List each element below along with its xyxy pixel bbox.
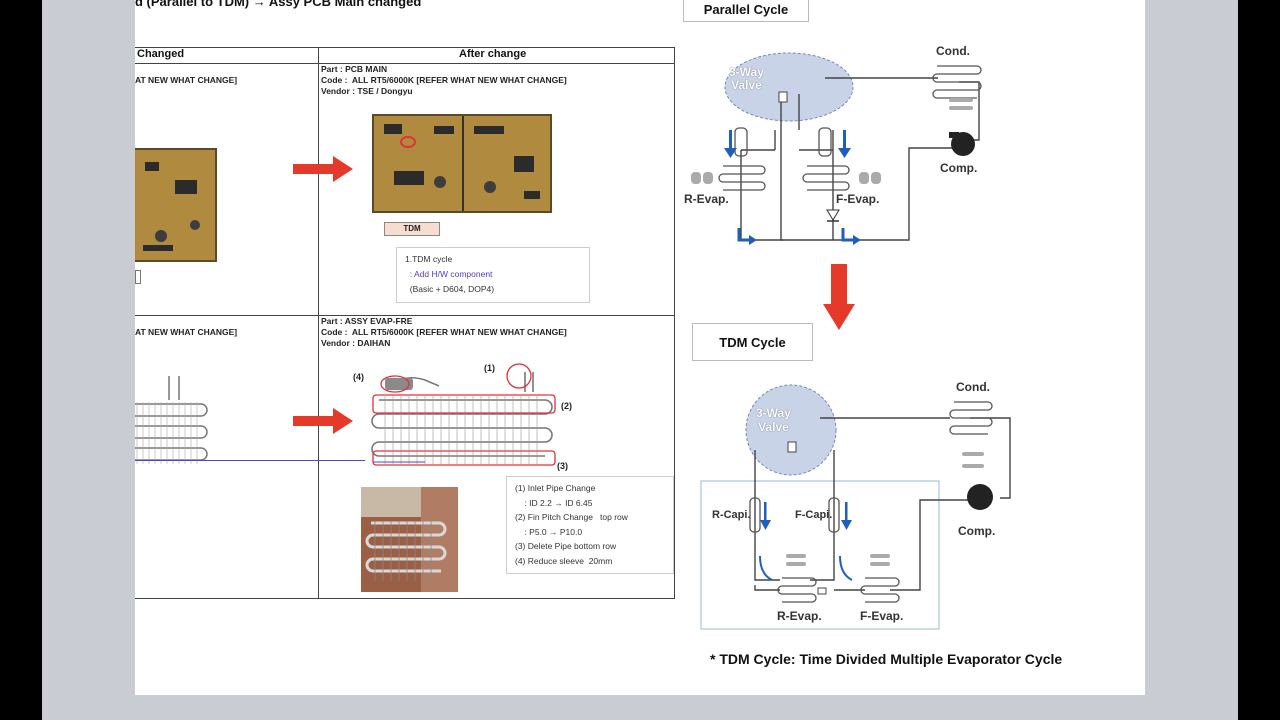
evaporator-photo — [361, 487, 458, 592]
slide-heading: d (Parallel to TDM) → Assy PCB Main chan… — [135, 0, 422, 9]
parallel-r-evap-label: R-Evap. — [684, 192, 729, 206]
left-letterbox — [0, 0, 42, 720]
parallel-valve-line2: Valve — [731, 78, 762, 92]
parallel-valve-label: 3-Way Valve — [729, 66, 764, 92]
slide: d (Parallel to TDM) → Assy PCB Main chan… — [135, 0, 1145, 695]
table-header-rule — [135, 63, 675, 64]
parallel-valve-line1: 3-Way — [729, 65, 764, 79]
comparison-table — [135, 47, 675, 599]
parallel-cycle-title: Parallel Cycle — [683, 0, 809, 22]
tdm-valve-line1: 3-Way — [756, 406, 791, 420]
evap-note-5: (3) Delete Pipe bottom row — [515, 541, 617, 551]
evap-note-3: (2) Fin Pitch Change top row — [515, 512, 628, 522]
old-pcb-tag — [135, 270, 141, 284]
tdm-cond-label: Cond. — [956, 380, 990, 394]
note-blue-line: : Add H/W component — [409, 269, 493, 279]
callout-label-4: (4) — [353, 372, 364, 382]
note-title: 1.TDM cycle — [405, 254, 453, 264]
tdm-valve-line2: Valve — [758, 420, 789, 434]
evap-note-2: : ID 2.2 → ID 6.45 — [515, 497, 593, 508]
old-evaporator-drawing — [135, 376, 208, 464]
parallel-comp-label: Comp. — [940, 161, 978, 175]
tdm-f-capi-label: F-Capi. — [795, 509, 833, 521]
evap-note-6: (4) Reduce sleeve 20mm — [515, 555, 613, 566]
callout-label-3: (3) — [557, 461, 568, 471]
after-info-evap: Part : ASSY EVAP-FRE Code : ALL RT5/6000… — [321, 316, 567, 348]
before-info-evap: AT NEW WHAT CHANGE] — [135, 327, 238, 337]
right-letterbox — [1238, 0, 1280, 720]
callout-label-1: (1) — [484, 363, 495, 373]
down-transition-arrow — [823, 264, 855, 330]
old-pcb-photo — [135, 148, 217, 262]
note-detail: (Basic + D604, DOP4) — [409, 284, 495, 294]
tdm-r-evap-label: R-Evap. — [777, 609, 822, 623]
new-pcb-photo — [372, 114, 552, 213]
column-header-after: After change — [459, 48, 527, 60]
tdm-footnote: * TDM Cycle: Time Divided Multiple Evapo… — [710, 651, 1063, 667]
new-evaporator-drawing — [371, 363, 556, 466]
evap-note-4: : P5.0 → P10.0 — [515, 526, 583, 537]
column-header-before: Changed — [137, 48, 185, 60]
evap-note-1: (1) Inlet Pipe Change — [515, 483, 596, 493]
blue-guideline — [135, 460, 365, 461]
parallel-cond-label: Cond. — [936, 44, 970, 58]
tdm-comp-label: Comp. — [958, 524, 996, 538]
table-column-rule — [318, 47, 319, 599]
after-info-pcb: Part : PCB MAIN Code : ALL RT5/6000K [RE… — [321, 64, 567, 96]
pcb-change-note: 1.TDM cycle : Add H/W component (Basic +… — [396, 247, 590, 303]
parallel-f-evap-label: F-Evap. — [836, 192, 880, 206]
change-arrow-evap — [293, 408, 353, 434]
tdm-f-evap-label: F-Evap. — [860, 609, 904, 623]
table-row-rule — [135, 315, 675, 316]
evap-change-notes: (1) Inlet Pipe Change : ID 2.2 → ID 6.45… — [506, 476, 674, 574]
parallel-cycle-diagram — [691, 52, 982, 245]
tdm-r-capi-label: R-Capi. — [712, 509, 751, 521]
tdm-tag: TDM — [384, 222, 440, 236]
before-info-pcb: AT NEW WHAT CHANGE] — [135, 75, 238, 85]
change-arrow-pcb — [293, 156, 353, 182]
tdm-cycle-diagram — [700, 384, 1011, 630]
tdm-valve-label: 3-Way Valve — [756, 406, 791, 434]
tdm-cycle-title: TDM Cycle — [692, 323, 813, 361]
table-top-rule — [135, 47, 675, 48]
callout-label-2: (2) — [561, 401, 572, 411]
